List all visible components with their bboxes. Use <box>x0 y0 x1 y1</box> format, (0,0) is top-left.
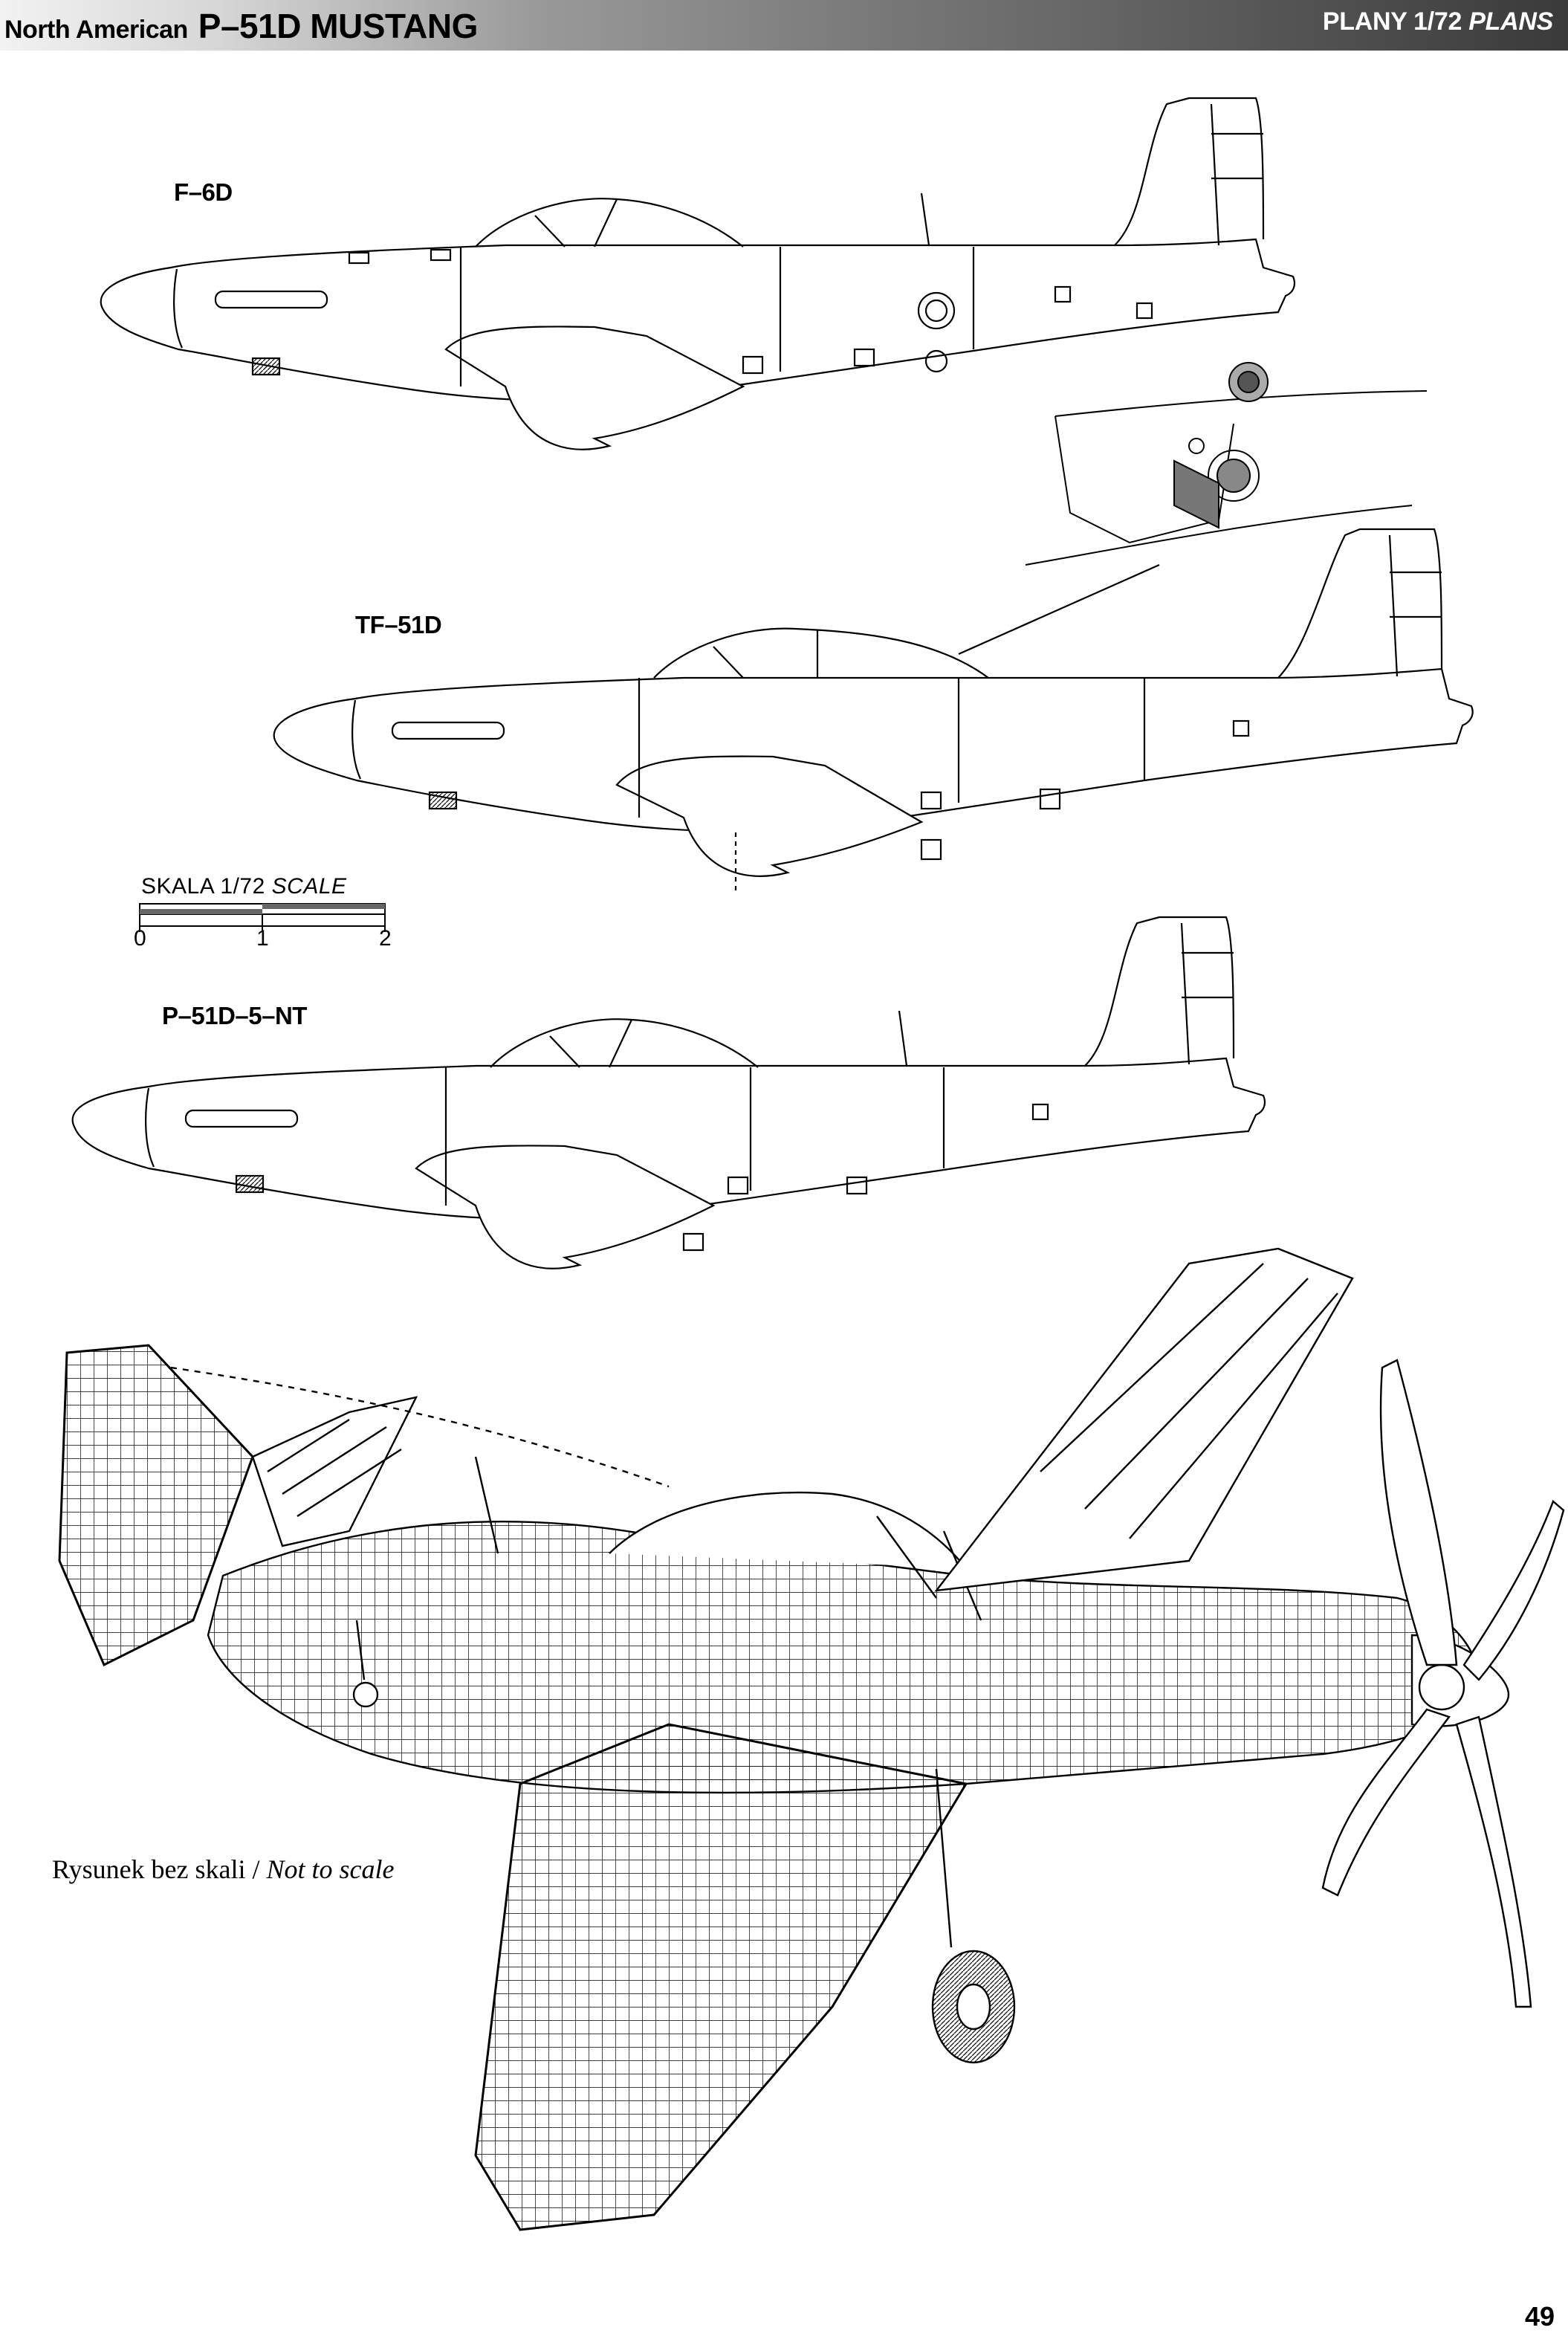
brand-name: North American <box>4 16 188 44</box>
scale-tick-1: 1 <box>256 926 269 951</box>
cutaway-note-text: Rysunek bez skali / <box>52 1854 260 1884</box>
camera-port-detail <box>1025 362 1428 566</box>
tf51d-side-view <box>273 528 1474 892</box>
variant-label-f6d: F–6D <box>174 178 233 206</box>
f6d-side-view <box>100 97 1296 450</box>
scale-title-label-en: SCALE <box>271 874 347 899</box>
variant-label-p51d5nt: P–51D–5–NT <box>162 1002 307 1029</box>
model-name: P–51D MUSTANG <box>198 7 479 45</box>
page-number: 49 <box>1524 2301 1555 2332</box>
scale-tick-2: 2 <box>379 926 392 951</box>
header-band: North American P–51D MUSTANG PLANY 1/72 … <box>0 0 1568 51</box>
scale-title: SKALA 1/72 SCALE <box>141 874 347 899</box>
cutaway-note-text-en: Not to scale <box>266 1854 395 1884</box>
cutaway-drawing <box>58 1247 1565 2231</box>
header-title: North American P–51D MUSTANG <box>4 6 478 48</box>
scale-bar: SKALA 1/72 SCALE 0 1 2 <box>134 874 394 956</box>
scale-bar-graphic <box>139 903 386 932</box>
variant-label-tf51d: TF–51D <box>355 611 442 638</box>
scale-tick-0: 0 <box>134 926 146 951</box>
scale-title-label: SKALA 1/72 <box>141 874 265 899</box>
series-title: PLANY 1/72 PLANS <box>1323 7 1553 36</box>
series-label-en: PLANS <box>1468 7 1553 36</box>
cutaway-note: Rysunek bez skali / Not to scale <box>52 1854 395 1885</box>
p51d5nt-side-view <box>71 916 1266 1269</box>
series-label: PLANY 1/72 <box>1322 7 1462 36</box>
